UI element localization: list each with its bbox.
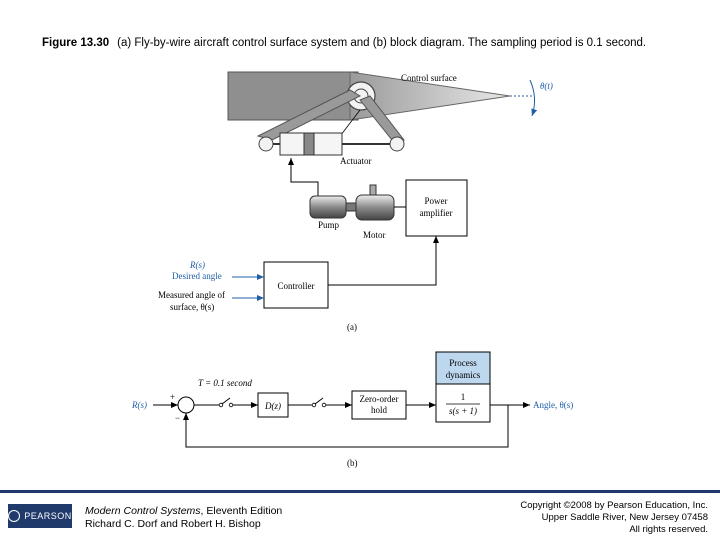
motor	[355, 184, 395, 221]
zoh-block	[351, 390, 407, 420]
sampling-period-label: T = 0.1 second	[198, 378, 252, 388]
measured-angle-label-2: surface, θ(s)	[170, 302, 214, 312]
wing-structure	[227, 71, 538, 153]
power-amplifier-label-1: Power	[425, 196, 448, 206]
hydraulic-line	[288, 158, 319, 198]
plant-block	[435, 383, 491, 423]
r-s-label-b: R(s)	[131, 400, 147, 410]
dz-label: D(z)	[264, 401, 281, 411]
sampler-switch-2	[314, 397, 324, 405]
controller-label: Controller	[278, 281, 315, 291]
power-amplifier-box	[405, 179, 468, 237]
sampler-switch-1	[221, 397, 231, 405]
pearson-mark-icon	[8, 510, 21, 522]
theta-t-label: θ(t)	[540, 81, 553, 91]
motor-label: Motor	[363, 230, 386, 240]
caption-text: (a) Fly-by-wire aircraft control surface…	[117, 37, 647, 49]
process-label-1: Process	[449, 358, 477, 368]
output-label: Angle, θ(s)	[533, 400, 573, 410]
zoh-label-1: Zero-order	[360, 394, 399, 404]
copyright-line-2: Upper Saddle River, New Jersey 07458	[541, 512, 708, 523]
feedback-path	[183, 405, 509, 448]
book-info: Modern Control Systems, Eleventh Edition…	[85, 505, 282, 531]
figure-number: Figure 13.30	[42, 37, 110, 49]
actuator-label: Actuator	[340, 156, 372, 166]
pump-label: Pump	[318, 220, 340, 230]
r-s-label-a: R(s)	[189, 260, 205, 270]
theta-arc-arrow	[529, 79, 538, 117]
actuator	[258, 132, 405, 156]
process-dynamics-header	[435, 351, 491, 385]
zoh-label-2: hold	[371, 405, 388, 415]
controller-box	[263, 261, 329, 309]
pump	[309, 195, 357, 219]
process-label-2: dynamics	[446, 370, 481, 380]
tf-numerator: 1	[461, 392, 466, 402]
footer-bar	[0, 490, 720, 493]
copyright-line-3: All rights reserved.	[629, 524, 708, 535]
book-title: Modern Control Systems	[85, 505, 201, 517]
power-amplifier-label-2: amplifier	[420, 208, 453, 218]
book-edition: , Eleventh Edition	[200, 505, 283, 517]
desired-angle-label: Desired angle	[172, 271, 222, 281]
sublabel-b: (b)	[347, 458, 358, 468]
book-authors: Richard C. Dorf and Robert H. Bishop	[85, 518, 261, 530]
minus-sign: −	[175, 413, 180, 423]
figure-caption: Figure 13.30 (a) Fly-by-wire aircraft con…	[42, 37, 646, 49]
copyright: Copyright ©2008 by Pearson Education, In…	[520, 500, 708, 536]
controller-to-amp-line	[328, 236, 439, 286]
dz-block	[257, 392, 289, 418]
figure-svg: Control surface θ(t) Actuator Pump Motor…	[131, 71, 573, 468]
pearson-logo: PEARSON	[8, 504, 72, 528]
logo-text: PEARSON	[24, 511, 72, 521]
control-surface-label: Control surface	[401, 73, 457, 83]
plus-sign: +	[170, 392, 175, 402]
tf-denominator: s(s + 1)	[449, 406, 477, 416]
summing-junction	[177, 396, 195, 414]
copyright-line-1: Copyright ©2008 by Pearson Education, In…	[520, 500, 708, 511]
measured-angle-label-1: Measured angle of	[158, 290, 225, 300]
sublabel-a: (a)	[347, 322, 357, 332]
